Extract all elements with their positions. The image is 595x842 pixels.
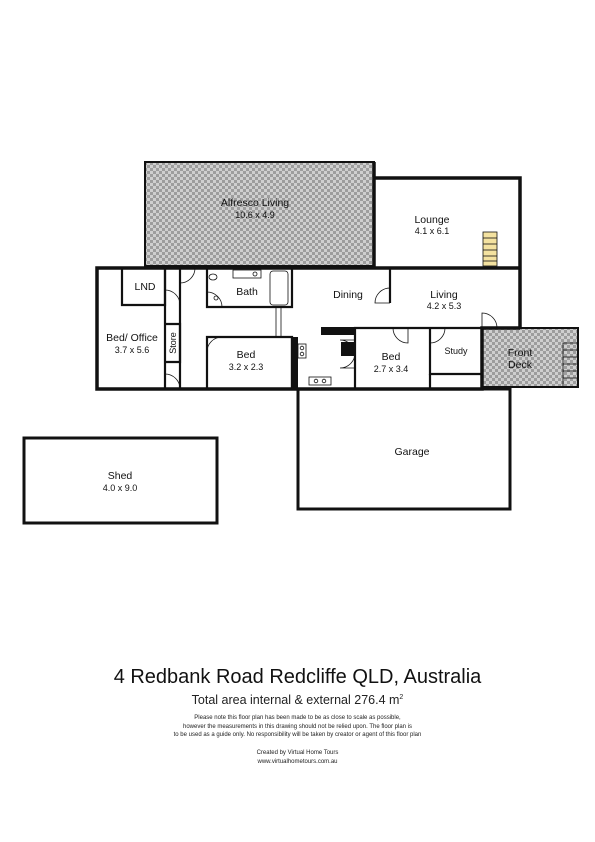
bed1-label: Bed xyxy=(237,349,256,361)
front-deck-label-1: Front xyxy=(508,347,533,359)
shed-dims: 4.0 x 9.0 xyxy=(103,483,138,493)
front-deck-stairs xyxy=(562,342,579,388)
garage-label: Garage xyxy=(394,446,429,458)
alfresco-area xyxy=(144,161,375,267)
dining-label: Dining xyxy=(333,289,363,301)
total-area: Total area internal & external 276.4 m2 xyxy=(0,693,595,707)
alfresco-label: Alfresco Living xyxy=(221,197,289,209)
property-address: 4 Redbank Road Redcliffe QLD, Australia xyxy=(113,666,482,688)
lounge-dims: 4.1 x 6.1 xyxy=(415,226,450,236)
front-deck-area xyxy=(481,327,579,388)
shed-label: Shed xyxy=(108,470,133,482)
shed-outline xyxy=(22,436,219,525)
bed2-label: Bed xyxy=(382,351,401,363)
disclaimer: Please note this floor plan has been mad… xyxy=(0,714,595,740)
living-dims: 4.2 x 5.3 xyxy=(427,301,462,311)
area-unit-superscript: 2 xyxy=(399,693,404,701)
door-swings xyxy=(164,267,498,390)
bath-label: Bath xyxy=(236,286,258,298)
study-label: Study xyxy=(444,346,468,356)
disclaimer-line: however the measurements in this drawing… xyxy=(182,723,413,730)
bed1-dims: 3.2 x 2.3 xyxy=(229,362,264,372)
total-area-text: Total area internal & external 276.4 m xyxy=(191,693,400,707)
bed-office-dims: 3.7 x 5.6 xyxy=(115,345,150,355)
bed-office-label: Bed/ Office xyxy=(106,332,158,344)
hall-lines xyxy=(275,307,282,337)
credit-website: www.virtualhometours.com.au xyxy=(257,759,338,765)
bath-fixtures xyxy=(208,269,289,306)
store-label: Store xyxy=(168,332,178,354)
lounge-label: Lounge xyxy=(414,214,449,226)
alfresco-dims: 10.6 x 4.9 xyxy=(235,210,275,220)
disclaimer-line: to be used as a guide only. No responsib… xyxy=(173,732,422,739)
front-deck-label-2: Deck xyxy=(508,359,533,371)
disclaimer-line: Please note this floor plan has been mad… xyxy=(194,715,401,721)
living-label: Living xyxy=(430,289,458,301)
bed2-dims: 2.7 x 3.4 xyxy=(374,364,409,374)
kitchen-fixtures xyxy=(297,343,332,386)
lounge-stairs xyxy=(482,231,498,267)
credit-company: Created by Virtual Home Tours xyxy=(256,750,339,756)
credit: Created by Virtual Home Tours www.virtua… xyxy=(0,749,595,767)
lnd-label: LND xyxy=(134,281,155,293)
garage-outline xyxy=(296,387,512,511)
